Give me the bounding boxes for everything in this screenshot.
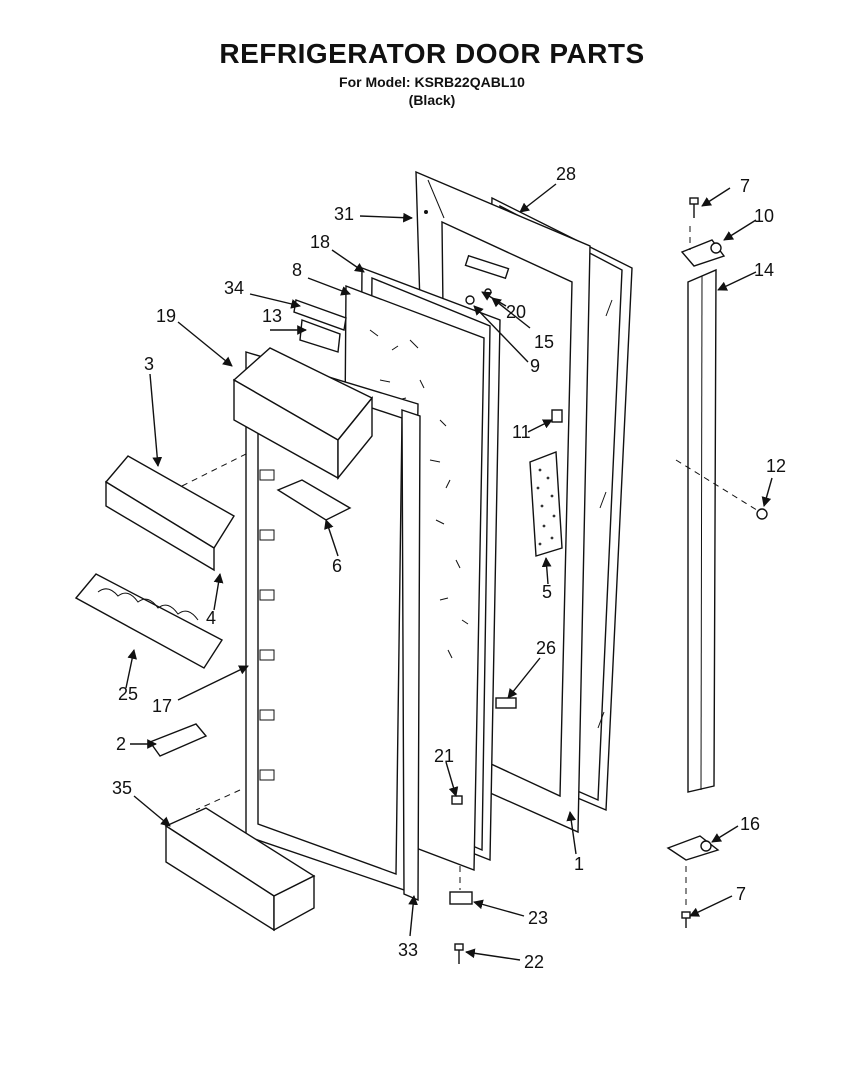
callout-22: 22 (524, 952, 544, 972)
bottom-bracket (449, 891, 473, 905)
top-screw (689, 197, 699, 218)
top-rail (293, 299, 347, 353)
callout-7-top: 7 (740, 176, 750, 196)
callout-21: 21 (434, 746, 454, 766)
callout-20: 20 (506, 302, 526, 322)
callout-4: 4 (206, 608, 216, 628)
assembly-lines (181, 226, 761, 910)
callout-34: 34 (224, 278, 244, 298)
callout-2: 2 (116, 734, 126, 754)
callout-35: 35 (112, 778, 132, 798)
bottom-bin (164, 807, 316, 932)
egg-tray (74, 573, 224, 669)
small-tray (276, 479, 352, 521)
side-screw (756, 508, 768, 520)
leader-lines (125, 183, 773, 961)
callout-23: 23 (528, 908, 548, 928)
door-handle (687, 268, 717, 793)
callout-16: 16 (740, 814, 760, 834)
callout-7-bottom: 7 (736, 884, 746, 904)
lower-screw (681, 911, 691, 928)
callout-19: 19 (156, 306, 176, 326)
callout-26: 26 (536, 638, 556, 658)
callout-31: 31 (334, 204, 354, 224)
small-clip (148, 723, 208, 757)
door-cover (104, 455, 235, 572)
insulation-block (529, 451, 563, 557)
callout-1: 1 (574, 854, 584, 874)
callout-10: 10 (754, 206, 774, 226)
callout-8: 8 (292, 260, 302, 280)
lower-handle-mount (666, 835, 720, 861)
small-bracket (451, 795, 463, 805)
model-number: For Model: KSRB22QABL10 (339, 74, 525, 90)
bottom-screw (454, 943, 464, 964)
callout-labels: 28 7 31 10 18 14 8 34 20 19 13 15 9 3 11… (112, 164, 786, 972)
callout-33: 33 (398, 940, 418, 960)
callout-25: 25 (118, 684, 138, 704)
clip (551, 409, 563, 423)
trim-strip (401, 409, 421, 902)
callout-11: 11 (512, 422, 531, 442)
callout-18: 18 (310, 232, 330, 252)
callout-15: 15 (534, 332, 554, 352)
callout-28: 28 (556, 164, 576, 184)
color-variant: (Black) (408, 92, 456, 108)
callout-5: 5 (542, 582, 552, 602)
callout-12: 12 (766, 456, 786, 476)
dispenser-housing (232, 347, 374, 480)
callout-17: 17 (152, 696, 172, 716)
callout-3: 3 (144, 354, 154, 374)
callout-13: 13 (262, 306, 282, 326)
callout-9: 9 (530, 356, 540, 376)
callout-6: 6 (332, 556, 342, 576)
diagram-title: REFRIGERATOR DOOR PARTS (219, 38, 645, 69)
bracket (495, 697, 517, 709)
upper-handle-mount (680, 239, 726, 267)
callout-14: 14 (754, 260, 774, 280)
